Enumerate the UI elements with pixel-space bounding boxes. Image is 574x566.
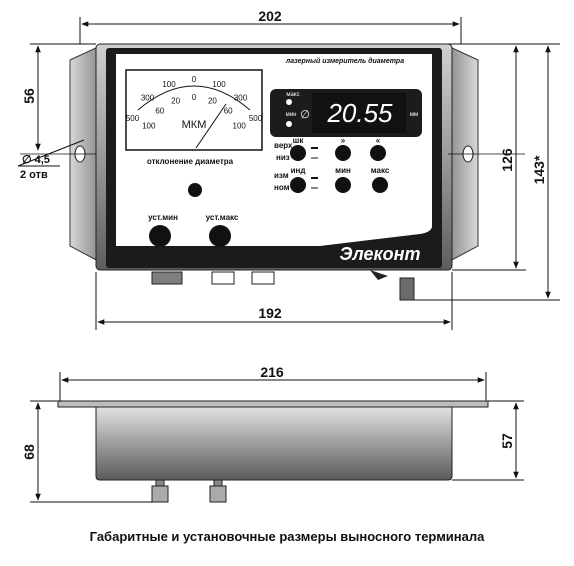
dim-bottom-width: 192	[95, 272, 453, 330]
gauge-unit: МКМ	[182, 119, 207, 131]
connector-1	[151, 271, 183, 285]
panel-title: лазерный измеритель диаметра	[285, 57, 404, 65]
gauge-caption: отклонение диаметра	[147, 157, 234, 166]
knob-min[interactable]	[149, 225, 171, 247]
btn-ind-label: инд	[291, 166, 306, 175]
gauge-tick-label: 300	[234, 93, 248, 102]
gauge-scale-arc	[137, 85, 251, 111]
gauge-outer-ticks: 500 300 100 0 100 300 500	[126, 75, 263, 123]
connector-3	[251, 271, 275, 285]
btn-max[interactable]	[372, 177, 388, 193]
led-min	[286, 121, 292, 127]
led-max-label: макс	[286, 92, 299, 98]
btn-max-label: макс	[371, 166, 390, 175]
hole-diameter-label: ∅ 4,5	[22, 154, 50, 166]
gauge-tick-label: 0	[192, 75, 197, 84]
dim-overall-height: 143*	[414, 45, 560, 301]
side-connector-1	[151, 485, 169, 503]
connector-clip	[370, 270, 388, 280]
btn-min[interactable]	[335, 177, 351, 193]
side-body	[95, 406, 453, 481]
dim-bottom-width-label: 192	[258, 305, 282, 321]
figure-caption: Габаритные и установочные размеры выносн…	[89, 529, 485, 544]
dim-side-left-label: 68	[21, 444, 37, 460]
btn-ind[interactable]	[290, 177, 306, 193]
btn-shk-label: шк	[293, 136, 305, 145]
btn-min-label: мин	[335, 166, 351, 175]
gauge-tick-label: 100	[142, 122, 156, 131]
dim-top-width-label: 202	[258, 8, 282, 24]
cable-gland	[399, 277, 415, 301]
btn-left[interactable]	[370, 145, 386, 161]
gauge-tick-label: 0	[192, 93, 197, 102]
center-button[interactable]	[188, 183, 202, 197]
knob-max-label: уст.макс	[206, 213, 239, 222]
side-connector-2	[209, 485, 227, 503]
gauge-tick-label: 100	[233, 122, 247, 131]
knob-min-label: уст.мин	[148, 213, 178, 222]
side-flange-plate	[57, 400, 489, 408]
label-upper: верх	[274, 141, 293, 150]
dim-side-width: 216	[59, 364, 487, 404]
dim-side-right: 57	[452, 400, 524, 481]
btn-right[interactable]	[335, 145, 351, 161]
dim-panel-height-label: 126	[499, 148, 515, 172]
label-lower: низ	[276, 153, 290, 162]
btn-shk[interactable]	[290, 145, 306, 161]
gauge-tick-label: 100	[162, 80, 176, 89]
dim-overall-height-label: 143*	[531, 155, 547, 184]
dim-top-width: 202	[79, 8, 462, 44]
diameter-symbol: ∅	[300, 109, 310, 121]
brand-logo: Элеконт	[340, 244, 421, 264]
dim-side-width-label: 216	[260, 364, 284, 380]
gauge-tick-label: 60	[155, 107, 164, 116]
connector-2	[211, 271, 235, 285]
gauge-needle	[195, 103, 227, 149]
gauge-tick-label: 60	[224, 107, 233, 116]
gauge-frame	[125, 69, 263, 151]
label-izm: изм	[274, 171, 289, 180]
btn-right-label: »	[341, 136, 346, 145]
dim-side-right-label: 57	[499, 433, 515, 449]
knob-max[interactable]	[209, 225, 231, 247]
dim-side-left: 68	[21, 400, 152, 503]
display-unit: мм	[410, 112, 418, 118]
gauge-tick-label: 300	[141, 93, 155, 102]
display-window	[312, 93, 406, 133]
gauge-tick-label: 20	[208, 97, 217, 106]
gauge-tick-label: 20	[171, 97, 180, 106]
gauge-tick-label: 500	[249, 114, 263, 123]
label-nom: ном	[274, 183, 290, 192]
hole-count-label: 2 отв	[20, 169, 48, 181]
hole-callout: ∅ 4,5 2 отв	[17, 139, 85, 181]
gauge-tick-label: 100	[212, 80, 226, 89]
led-max	[286, 99, 292, 105]
dim-left-height-label: 56	[21, 88, 37, 104]
gauge-tick-label: 500	[126, 114, 140, 123]
led-min-label: мин	[286, 112, 297, 118]
dim-left-height: 56	[21, 43, 96, 151]
dim-panel-height: 126	[448, 43, 560, 271]
display-value: 20.55	[326, 98, 393, 128]
btn-left-label: «	[376, 136, 381, 145]
